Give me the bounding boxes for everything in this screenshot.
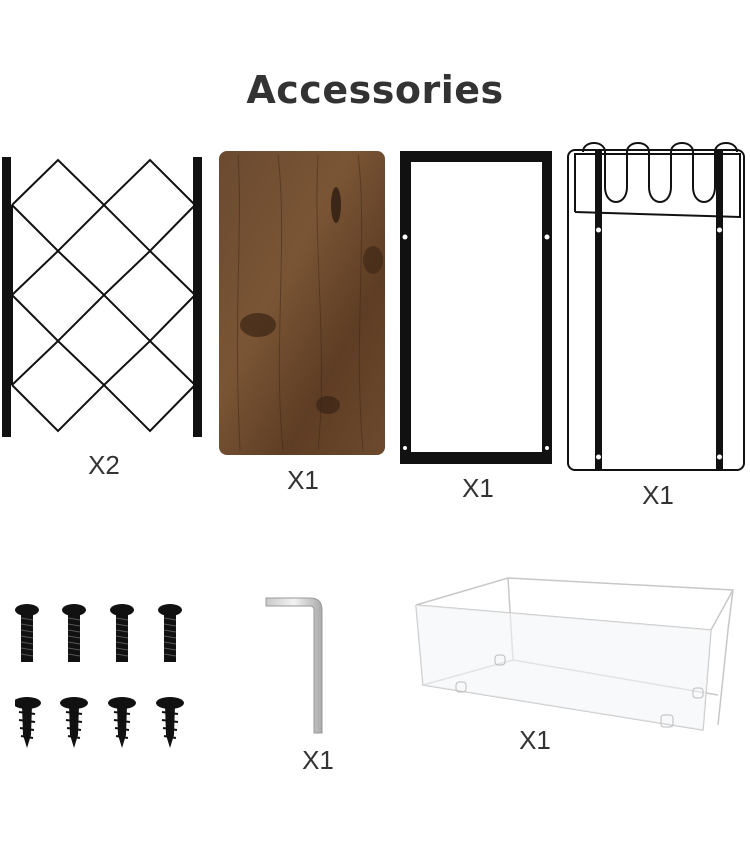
metal-frame-icon [399,150,553,466]
wood-board-icon [218,150,386,456]
wavy-rack-icon [565,142,747,474]
quantity-label: X1 [642,480,674,510]
lattice-panel-icon [0,155,210,440]
screws-icon [15,600,200,750]
quantity-label: X1 [302,745,334,775]
page-title: Accessories [246,68,504,112]
clear-box-icon [413,575,738,735]
quantity-label: X1 [462,473,494,503]
quantity-label: X1 [287,465,319,495]
allen-key-icon [262,595,327,740]
quantity-label: X2 [88,450,120,480]
quantity-label: X1 [519,725,551,755]
